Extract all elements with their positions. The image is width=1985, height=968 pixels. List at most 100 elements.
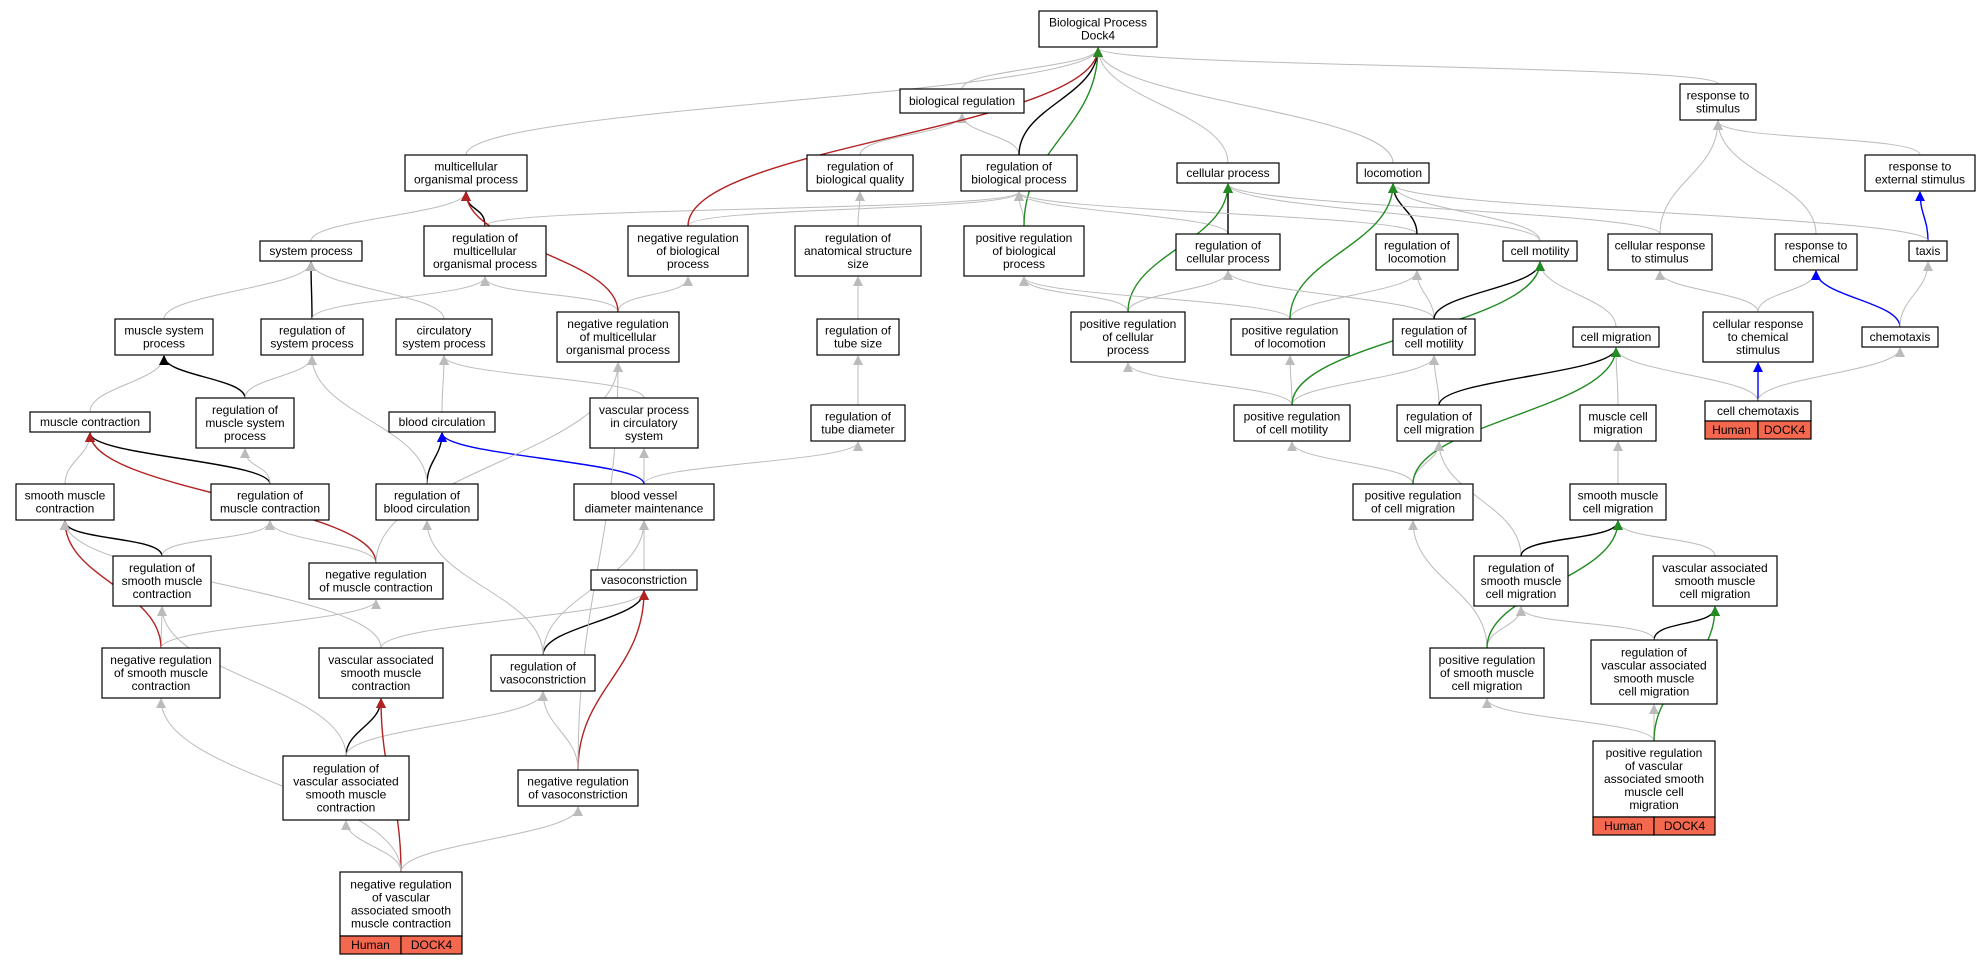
term-label-line: cell motility: [1511, 244, 1570, 258]
gene-label: DOCK4: [411, 938, 453, 952]
term-label-line: regulation of: [825, 410, 892, 424]
term-box: [1572, 326, 1660, 348]
edge-is-a: [89, 355, 169, 413]
term-label-line: system: [625, 429, 663, 443]
term-cell-motility[interactable]: cell motility: [1502, 240, 1578, 262]
term-cell-migration[interactable]: cell migration: [1572, 326, 1660, 348]
term-box: [1702, 311, 1814, 363]
edge-is-a: [1123, 362, 1293, 406]
edge-is-a: [1412, 270, 1435, 320]
edge-part-of: [1653, 606, 1720, 641]
edge-is-a: [1291, 355, 1439, 406]
term-label-line: organismal process: [433, 257, 537, 271]
edge-is-a: [163, 261, 316, 320]
term-box: [517, 769, 639, 807]
term-box: [318, 647, 444, 699]
term-box: [1579, 404, 1657, 442]
term-label-line: negative regulation: [567, 317, 668, 331]
term-label-line: of vascular: [1625, 759, 1683, 773]
term-label-line: muscle system: [205, 416, 284, 430]
term-muscle-contraction[interactable]: muscle contraction: [29, 411, 151, 433]
term-box: [1774, 233, 1858, 271]
term-label-line: negative regulation: [110, 653, 211, 667]
edge-is-a: [1611, 347, 1622, 406]
term-label-line: contraction: [132, 679, 191, 693]
term-label-line: process: [1107, 343, 1149, 357]
term-label-line: migration: [1593, 423, 1642, 437]
term-locomotion[interactable]: locomotion: [1356, 162, 1430, 184]
term-blood-circulation[interactable]: blood circulation: [388, 411, 496, 433]
term-system-process[interactable]: system process: [259, 240, 363, 262]
term-label-line: diameter maintenance: [585, 502, 704, 516]
edge-is-a: [60, 520, 382, 649]
term-label-line: of locomotion: [1254, 337, 1325, 351]
term-label-line: tube size: [834, 337, 882, 351]
term-cellular-process[interactable]: cellular process: [1176, 162, 1280, 184]
term-vasoconstriction[interactable]: vasoconstriction: [590, 569, 698, 591]
edge-is-a: [1093, 47, 1229, 164]
term-label-line: system process: [269, 244, 352, 258]
term-label-line: vascular associated: [328, 653, 433, 667]
term-label-line: stimulus: [1696, 102, 1740, 116]
term-biological-regulation[interactable]: biological regulation: [899, 88, 1025, 114]
term-label-line: size: [847, 257, 869, 271]
term-label-line: cellular response: [1713, 317, 1804, 331]
edge-is-a: [1535, 261, 1617, 328]
edge-is-a: [1757, 270, 1821, 313]
term-label-line: contraction: [317, 801, 376, 815]
term-taxis[interactable]: taxis: [1908, 240, 1948, 262]
term-label-line: chemotaxis: [1870, 330, 1931, 344]
term-chemotaxis[interactable]: chemotaxis: [1861, 326, 1939, 348]
